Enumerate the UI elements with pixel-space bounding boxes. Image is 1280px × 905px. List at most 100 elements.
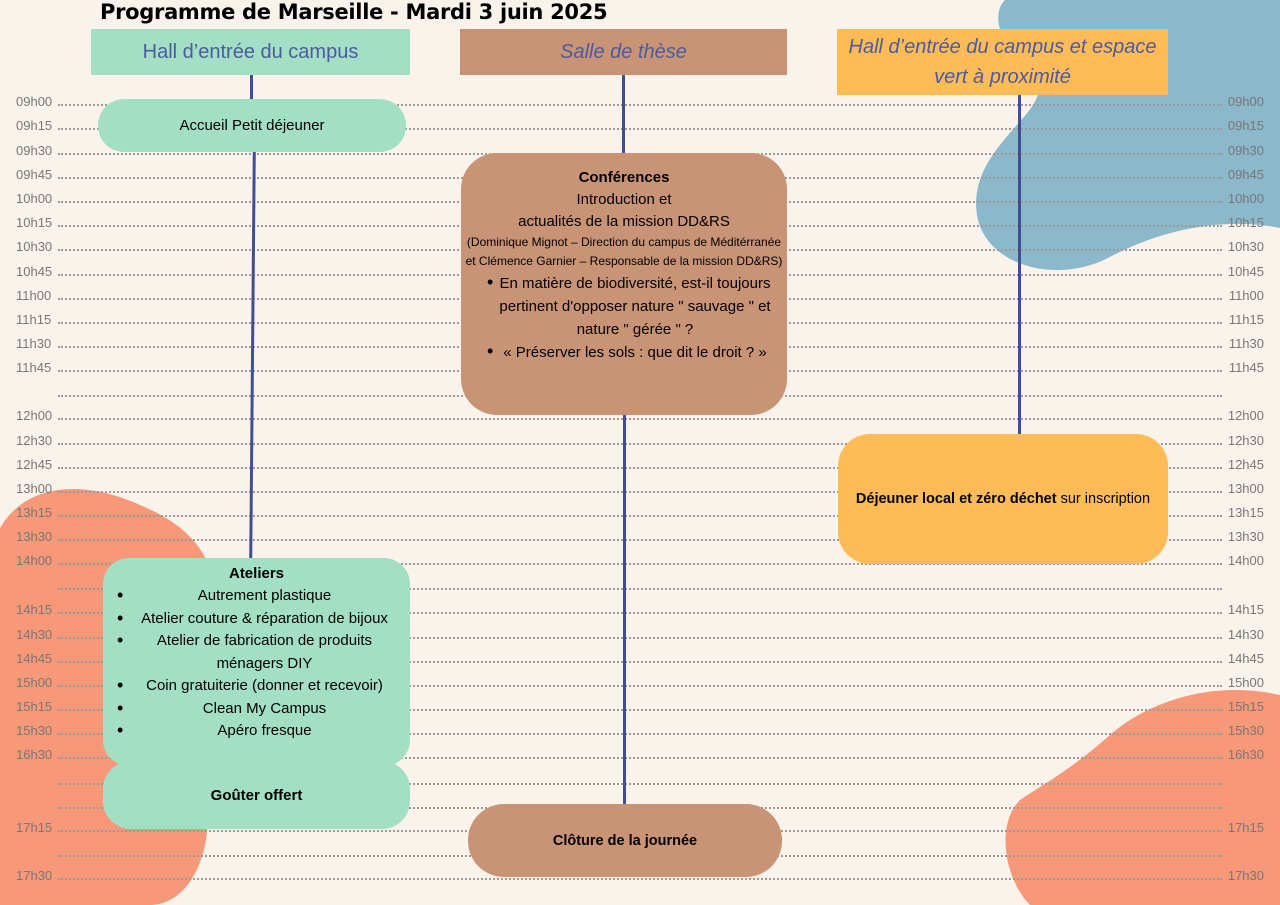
header-espace-vert: Hall d’entrée du campus et espace vert à… [837, 29, 1168, 95]
time-label-left: 13h30 [16, 529, 53, 544]
dotted-guide-line [58, 661, 1222, 663]
time-row: 15h15 15h15 [0, 690, 1280, 714]
time-label-right: 10h15 [1227, 215, 1264, 230]
dotted-guide-line [58, 491, 1222, 493]
time-row: 12h45 12h45 [0, 448, 1280, 472]
timeline-connector-right [1018, 95, 1021, 435]
time-label-left: 11h15 [16, 312, 52, 327]
event-accueil: Accueil Petit déjeuner [98, 99, 406, 152]
dotted-guide-line [58, 588, 1222, 590]
time-label-left: 09h30 [16, 143, 53, 158]
time-label-right: 14h00 [1227, 553, 1264, 568]
time-label-right: 11h45 [1228, 360, 1264, 375]
time-row: 14h45 14h45 [0, 642, 1280, 666]
event-gouter: Goûter offert [103, 761, 410, 829]
timeline-connector-center [622, 75, 625, 155]
ateliers-title: Ateliers [228, 565, 285, 582]
dejeuner-suffix: sur inscription [1056, 491, 1151, 507]
time-label-right: 10h30 [1227, 239, 1264, 254]
time-label-right: 13h15 [1227, 505, 1264, 520]
time-label-left: 15h30 [16, 723, 53, 738]
time-label-right: 11h30 [1228, 336, 1264, 351]
event-gouter-label: Goûter offert [210, 786, 303, 804]
ateliers-item: Clean My Campus [117, 698, 408, 721]
time-label-left: 12h00 [16, 408, 53, 423]
time-row: 15h30 15h30 [0, 714, 1280, 738]
dejeuner-bold-label: Déjeuner local et zéro déchet [855, 491, 1057, 507]
time-label-left: 14h15 [16, 602, 53, 617]
event-conferences: Conférences Introduction et actualités d… [461, 153, 787, 415]
conferences-intro-line1: Introduction et [576, 191, 672, 208]
time-label-left: 15h15 [16, 699, 53, 714]
time-label-left: 13h15 [16, 505, 53, 520]
time-label-right: 14h45 [1227, 651, 1264, 666]
time-label-left: 11h00 [16, 288, 52, 303]
dotted-guide-line [58, 733, 1222, 735]
conferences-title: Conférences [578, 169, 670, 186]
event-cloture-label: Clôture de la journée [552, 832, 698, 849]
dotted-guide-line [58, 637, 1222, 639]
header-salle-these: Salle de thèse [460, 29, 787, 75]
event-accueil-label: Accueil Petit déjeuner [179, 117, 325, 134]
dotted-guide-line [58, 539, 1222, 541]
time-label-left: 09h45 [16, 167, 53, 182]
time-label-right: 13h30 [1227, 529, 1264, 544]
time-label-right: 15h15 [1227, 699, 1264, 714]
dotted-guide-line [58, 757, 1222, 759]
dotted-guide-line [58, 128, 1222, 130]
ateliers-list: Autrement plastique Atelier couture & ré… [103, 585, 410, 743]
dotted-guide-line [58, 783, 1222, 785]
time-label-right: 09h15 [1227, 118, 1264, 133]
conferences-topic-list: En matière de biodiversité, est-il toujo… [461, 271, 787, 364]
time-row: 12h30 12h30 [0, 424, 1280, 448]
time-label-left: 10h30 [16, 239, 53, 254]
dotted-guide-line [58, 685, 1222, 687]
ateliers-item: Atelier couture & réparation de bijoux [117, 608, 408, 631]
time-row: 17h30 17h30 [0, 859, 1280, 883]
event-cloture: Clôture de la journée [468, 804, 782, 877]
time-label-left: 11h45 [16, 360, 52, 375]
dotted-guide-line [58, 467, 1222, 469]
dotted-guide-line [58, 418, 1222, 420]
header-hall-entree-label: Hall d’entrée du campus [142, 41, 359, 63]
time-row: 12h00 12h00 [0, 399, 1280, 423]
page-title: Programme de Marseille - Mardi 3 juin 20… [100, 0, 608, 24]
time-label-right: 12h30 [1227, 433, 1264, 448]
time-label-right: 11h15 [1228, 312, 1264, 327]
time-label-left: 14h00 [16, 553, 53, 568]
time-row: 13h15 13h15 [0, 496, 1280, 520]
timeline-connector-center [623, 413, 626, 805]
time-label-right: 14h15 [1227, 602, 1264, 617]
time-label-left: 11h30 [16, 336, 52, 351]
time-label-right: 17h15 [1227, 820, 1264, 835]
ateliers-item: Autrement plastique [117, 585, 408, 608]
time-label-right: 15h30 [1227, 723, 1264, 738]
time-label-right: 15h00 [1227, 675, 1264, 690]
time-row: 14h00 14h00 [0, 544, 1280, 568]
conferences-topic-item: En matière de biodiversité, est-il toujo… [487, 272, 779, 341]
time-label-right: 12h00 [1227, 408, 1264, 423]
time-label-left: 14h45 [16, 651, 53, 666]
time-label-right: 12h45 [1227, 457, 1264, 472]
header-salle-these-label: Salle de thèse [560, 41, 687, 63]
ateliers-item: Coin gratuiterie (donner et recevoir) [117, 675, 408, 698]
time-label-right: 17h30 [1227, 868, 1264, 883]
header-hall-entree: Hall d’entrée du campus [91, 29, 410, 75]
event-ateliers: Ateliers Autrement plastique Atelier cou… [103, 558, 410, 766]
event-dejeuner: Déjeuner local et zéro déchet sur inscri… [838, 434, 1168, 564]
time-label-left: 12h30 [16, 433, 53, 448]
dotted-guide-line [58, 878, 1222, 880]
time-label-left: 17h30 [16, 868, 53, 883]
time-label-right: 16h30 [1227, 747, 1264, 762]
time-label-left: 14h30 [16, 627, 53, 642]
time-label-left: 12h45 [16, 457, 53, 472]
time-label-right: 10h00 [1227, 191, 1264, 206]
ateliers-item: Atelier de fabrication de produits ménag… [117, 630, 408, 675]
dejeuner-text: Déjeuner local et zéro déchet sur inscri… [856, 491, 1150, 507]
time-label-left: 16h30 [16, 747, 53, 762]
time-label-left: 09h00 [16, 94, 53, 109]
time-label-right: 09h00 [1227, 94, 1264, 109]
